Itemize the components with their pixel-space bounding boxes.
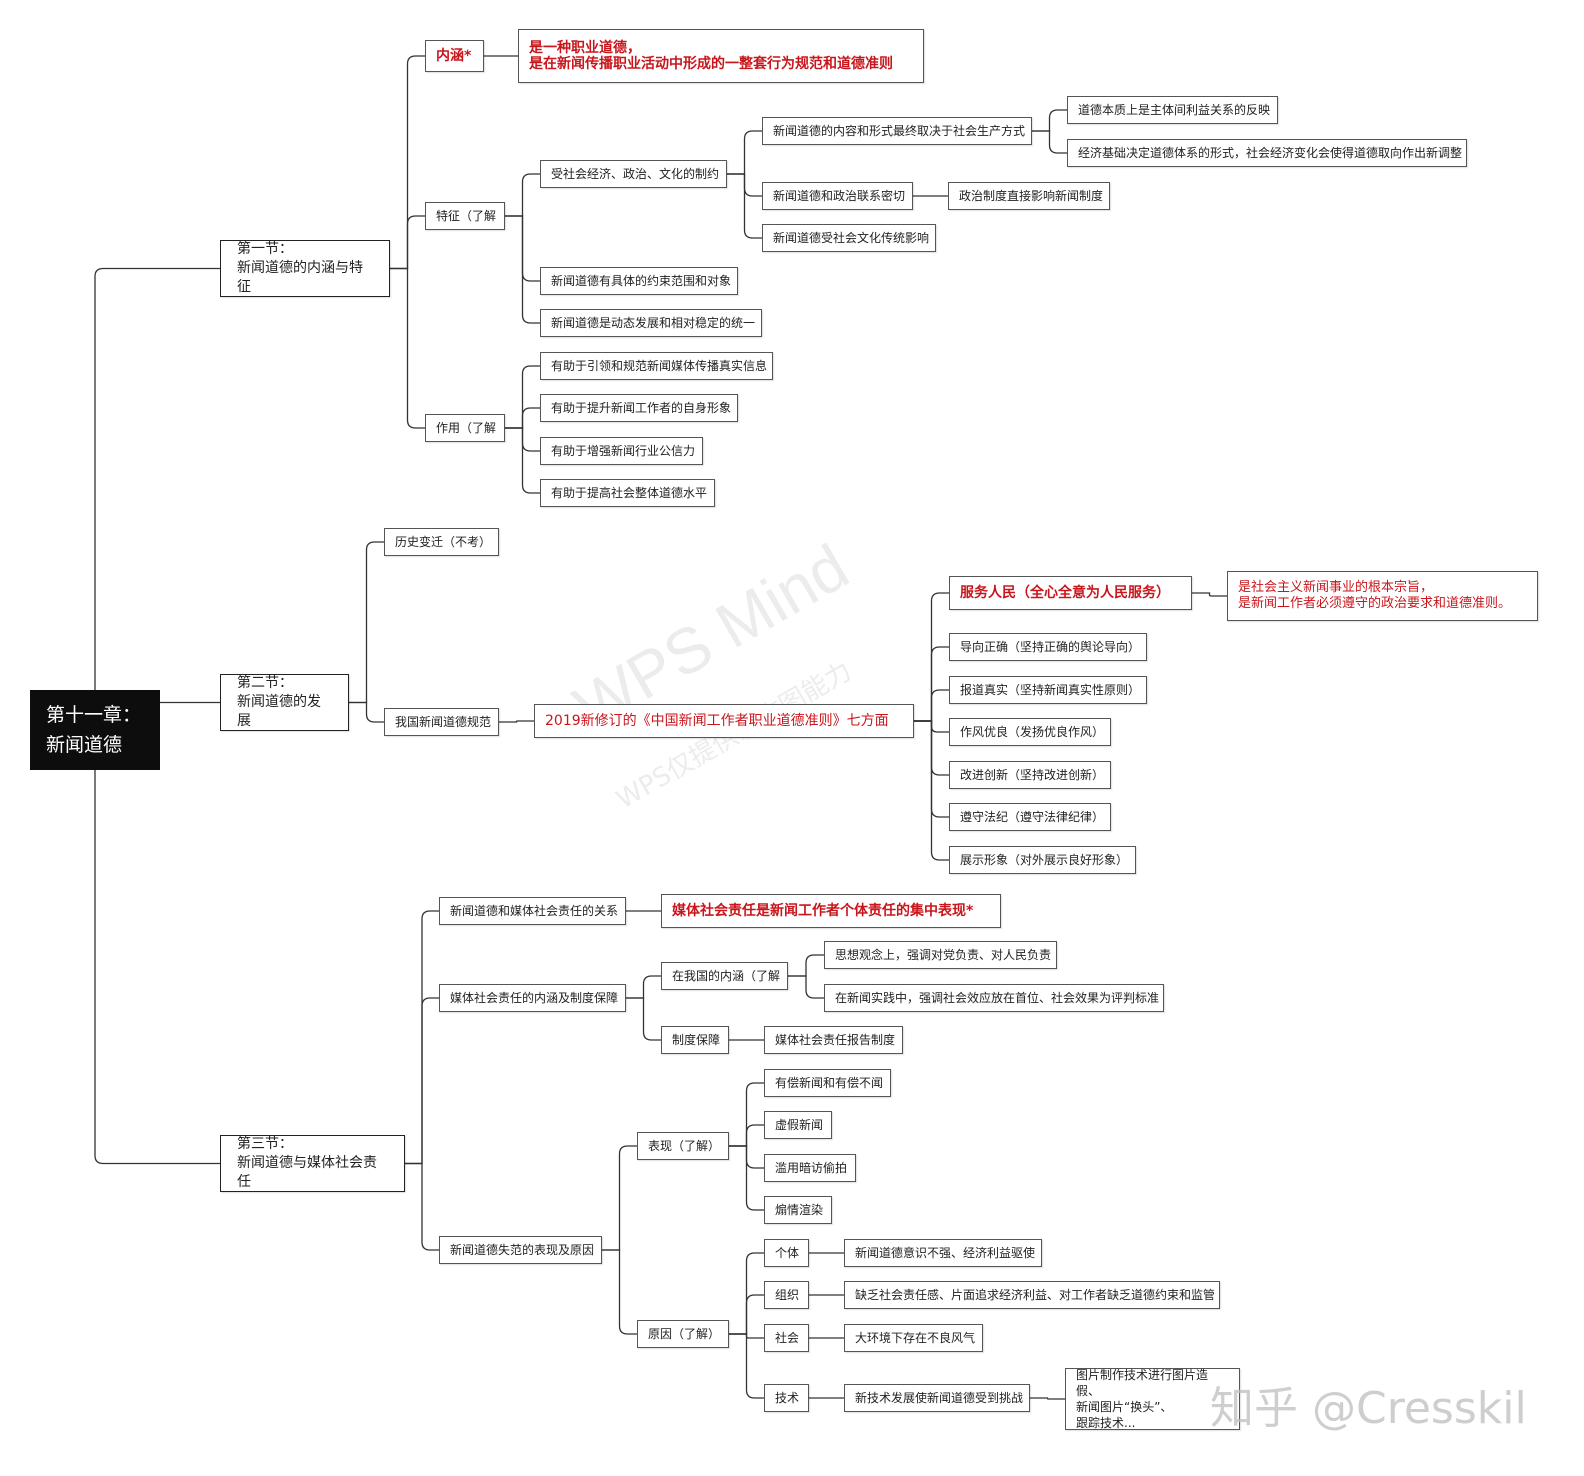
connector-line bbox=[729, 1124, 764, 1147]
manifestation-1[interactable]: 有偿新闻和有偿不闻 bbox=[764, 1069, 891, 1097]
connector-line bbox=[499, 720, 534, 723]
aspect-4[interactable]: 改进创新（坚持改进创新） bbox=[949, 761, 1111, 789]
connector-line bbox=[729, 1294, 764, 1335]
cause-technology-desc[interactable]: 新技术发展使新闻道德受到挑战 bbox=[844, 1384, 1030, 1412]
connector-line bbox=[602, 1249, 637, 1335]
connector-line bbox=[390, 267, 425, 429]
connector-line bbox=[914, 689, 949, 722]
connector-line bbox=[1032, 109, 1067, 132]
politics-point[interactable]: 政治制度直接影响新闻制度 bbox=[948, 182, 1110, 210]
system-node[interactable]: 制度保障 bbox=[661, 1026, 729, 1054]
economy-node[interactable]: 新闻道德的内容和形式最终取决于社会生产方式 bbox=[762, 117, 1032, 145]
connector-line bbox=[405, 997, 439, 1165]
connector-line bbox=[788, 975, 824, 999]
aspect-1[interactable]: 导向正确（坚持正确的舆论导向） bbox=[949, 633, 1147, 661]
china-meaning-node[interactable]: 在我国的内涵（了解 bbox=[661, 962, 788, 990]
connector-line bbox=[505, 407, 540, 429]
connector-line bbox=[727, 130, 762, 175]
cause-society[interactable]: 社会 bbox=[764, 1324, 809, 1352]
function-item-3[interactable]: 有助于增强新闻行业公信力 bbox=[540, 437, 703, 465]
cause-individual-desc[interactable]: 新闻道德意识不强、经济利益驱使 bbox=[844, 1239, 1042, 1267]
system-point[interactable]: 媒体社会责任报告制度 bbox=[764, 1026, 903, 1054]
constraint-node[interactable]: 受社会经济、政治、文化的制约 bbox=[540, 160, 727, 188]
cause-organization-desc[interactable]: 缺乏社会责任感、片面追求经济利益、对工作者缺乏道德约束和监管 bbox=[844, 1281, 1220, 1309]
economy-point-2[interactable]: 经济基础决定道德体系的形式，社会经济变化会使得道德取向作出新调整 bbox=[1067, 139, 1467, 167]
connector-line bbox=[727, 173, 762, 239]
function-item-4[interactable]: 有助于提高社会整体道德水平 bbox=[540, 479, 715, 507]
aspect-2[interactable]: 报道真实（坚持新闻真实性原则） bbox=[949, 676, 1147, 704]
connector-line bbox=[405, 910, 439, 1165]
serve-people-node[interactable]: 服务人民（全心全意为人民服务） bbox=[949, 576, 1192, 610]
norms-node[interactable]: 我国新闻道德规范 bbox=[384, 708, 499, 736]
culture-node[interactable]: 新闻道德受社会文化传统影响 bbox=[762, 224, 936, 252]
connector-line bbox=[914, 592, 949, 722]
connector-line bbox=[914, 720, 949, 861]
connector-line bbox=[626, 997, 661, 1041]
aspect-5[interactable]: 遵守法纪（遵守法律纪律） bbox=[949, 803, 1111, 831]
section1-node[interactable]: 第一节： 新闻道德的内涵与特征 bbox=[220, 240, 390, 297]
connotation-definition[interactable]: 是一种职业道德， 是在新闻传播职业活动中形成的一整套行为规范和道德准则 bbox=[518, 29, 924, 83]
connector-line bbox=[505, 173, 540, 217]
root-node[interactable]: 第十一章： 新闻道德 bbox=[30, 690, 160, 770]
connector-line bbox=[729, 1252, 764, 1335]
connector-line bbox=[602, 1145, 637, 1251]
connector-line bbox=[729, 1333, 764, 1399]
connector-line bbox=[1030, 1397, 1065, 1400]
connector-line bbox=[729, 1082, 764, 1147]
features-node[interactable]: 特征（了解 bbox=[425, 202, 505, 230]
section3-node[interactable]: 第三节： 新闻道德与媒体社会责任 bbox=[220, 1135, 405, 1192]
meaning-node[interactable]: 媒体社会责任的内涵及制度保障 bbox=[439, 984, 626, 1012]
cause-organization[interactable]: 组织 bbox=[764, 1281, 809, 1309]
cause-individual[interactable]: 个体 bbox=[764, 1239, 809, 1267]
connector-line bbox=[349, 541, 384, 704]
manifestation-4[interactable]: 煽情渲染 bbox=[764, 1196, 832, 1224]
manifestations-node[interactable]: 表现（了解） bbox=[637, 1132, 729, 1160]
connector-line bbox=[505, 427, 540, 494]
connector-line bbox=[405, 1162, 439, 1251]
relation-node[interactable]: 新闻道德和媒体社会责任的关系 bbox=[439, 897, 626, 925]
economy-point-1[interactable]: 道德本质上是主体间利益关系的反映 bbox=[1067, 96, 1278, 124]
causes-node[interactable]: 原因（了解） bbox=[637, 1320, 729, 1348]
dynamic-node[interactable]: 新闻道德是动态发展和相对稳定的统一 bbox=[540, 309, 762, 337]
functions-node[interactable]: 作用（了解 bbox=[425, 414, 505, 442]
connector-line bbox=[1192, 592, 1227, 597]
scope-node[interactable]: 新闻道德有具体的约束范围和对象 bbox=[540, 267, 738, 295]
serve-people-desc[interactable]: 是社会主义新闻事业的根本宗旨， 是新闻工作者必须遵守的政治要求和道德准则。 bbox=[1227, 571, 1538, 621]
section2-node[interactable]: 第二节： 新闻道德的发展 bbox=[220, 674, 349, 731]
connector-line bbox=[94, 770, 220, 1165]
politics-node[interactable]: 新闻道德和政治联系密切 bbox=[762, 182, 913, 210]
connector-line bbox=[729, 1145, 764, 1211]
code-node[interactable]: 2019新修订的《中国新闻工作者职业道德准则》七方面 bbox=[534, 704, 914, 738]
history-node[interactable]: 历史变迁（不考） bbox=[384, 528, 499, 556]
cause-technology[interactable]: 技术 bbox=[764, 1384, 809, 1412]
connector-line bbox=[505, 215, 540, 324]
connotation-node[interactable]: 内涵* bbox=[425, 40, 484, 72]
function-item-1[interactable]: 有助于引领和规范新闻媒体传播真实信息 bbox=[540, 352, 773, 380]
zhihu-watermark: 知乎 @Cresskil bbox=[1210, 1383, 1527, 1434]
connector-line bbox=[626, 975, 661, 999]
china-point-1[interactable]: 思想观念上，强调对党负责、对人民负责 bbox=[824, 941, 1057, 969]
connector-line bbox=[390, 55, 425, 270]
manifestation-3[interactable]: 滥用暗访偷拍 bbox=[764, 1154, 856, 1182]
connector-line bbox=[914, 646, 949, 722]
failure-node[interactable]: 新闻道德失范的表现及原因 bbox=[439, 1236, 602, 1264]
manifestation-2[interactable]: 虚假新闻 bbox=[764, 1111, 832, 1139]
aspect-3[interactable]: 作风优良（发扬优良作风） bbox=[949, 718, 1111, 746]
connector-line bbox=[788, 954, 824, 977]
cause-society-desc[interactable]: 大环境下存在不良风气 bbox=[844, 1324, 983, 1352]
connector-line bbox=[1032, 130, 1067, 154]
china-point-2[interactable]: 在新闻实践中，强调社会效应放在首位、社会效果为评判标准 bbox=[824, 984, 1164, 1012]
connector-line bbox=[349, 701, 384, 723]
connector-line bbox=[94, 267, 220, 690]
cause-technology-detail[interactable]: 图片制作技术进行图片造假、 新闻图片“换头”、 跟踪技术... bbox=[1065, 1368, 1240, 1430]
aspect-6[interactable]: 展示形象（对外展示良好形象） bbox=[949, 846, 1136, 874]
connector-line bbox=[390, 215, 425, 270]
relation-desc[interactable]: 媒体社会责任是新闻工作者个体责任的集中表现* bbox=[661, 894, 1001, 928]
connector-line bbox=[505, 365, 540, 429]
function-item-2[interactable]: 有助于提升新闻工作者的自身形象 bbox=[540, 394, 738, 422]
